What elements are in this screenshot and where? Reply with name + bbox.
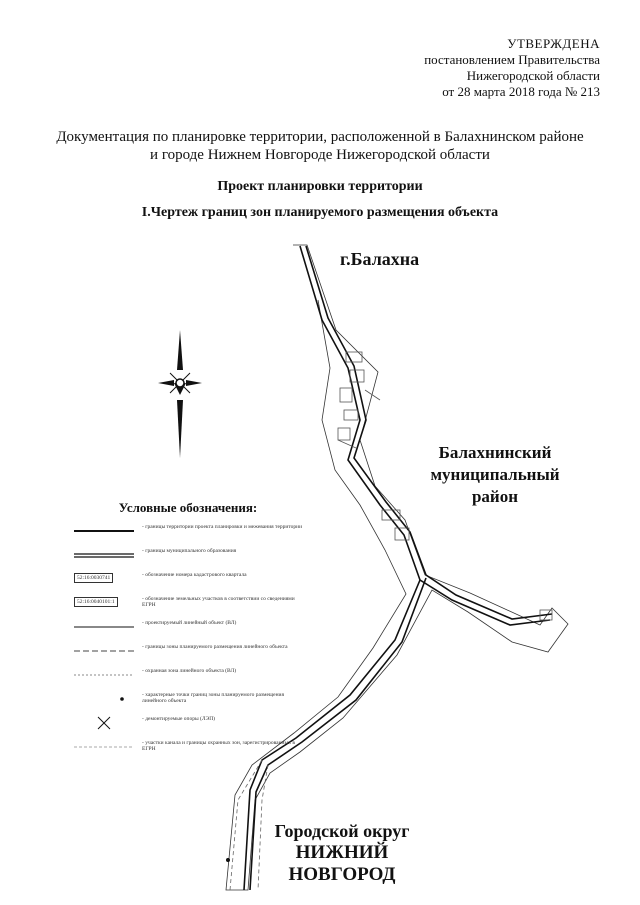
label-city-okrug: Городской округ НИЖНИЙ НОВГОРОД	[262, 820, 422, 886]
label-balakhna-district: Балахнинский муниципальный район	[410, 442, 580, 508]
label-balakhna: г.Балахна	[340, 249, 420, 269]
okrug-line-2: НИЖНИЙ	[295, 842, 389, 863]
legend-item: - проектируемый линейный объект (ВЛ)	[72, 620, 304, 640]
legend-title: Условные обозначения:	[118, 500, 258, 515]
document-title: Документация по планировке территории, р…	[40, 128, 600, 164]
approval-line-1: постановлением Правительства	[424, 52, 600, 67]
okrug-line-1: Городской округ	[274, 821, 410, 841]
zone-boundary	[225, 244, 569, 891]
legend-text: - обозначение земельных участков в соотв…	[142, 596, 295, 608]
district-line-3: район	[471, 487, 519, 506]
district-line-2: муниципальный	[430, 465, 560, 484]
district-line-1: Балахнинский	[438, 443, 552, 462]
approval-line-3: от 28 марта 2018 года № 213	[442, 84, 600, 99]
legend-parcel-badge: 52:16:0040101:1	[72, 596, 140, 610]
legend-text: - характерные точки границ зоны планируе…	[142, 692, 285, 704]
legend-text: - участки канала и границы охранных зон,…	[142, 740, 295, 752]
map-legend: Условные обозначения: - границы территор…	[72, 500, 304, 764]
project-title: Проект планировки территории	[217, 179, 423, 194]
legend-item: - границы территории проекта планировки …	[72, 524, 304, 544]
approval-block: УТВЕРЖДЕНА постановлением Правительства …	[424, 36, 600, 100]
parcel-blocks	[337, 351, 553, 621]
legend-thick-line-icon	[72, 524, 140, 538]
legend-text: - охранная зона линейного объекта (ВЛ)	[142, 668, 237, 674]
legend-badge: 52:16:0040101:1	[74, 597, 118, 607]
legend-point-icon	[72, 692, 140, 706]
legend-item: - границы муниципального образования	[72, 548, 304, 568]
protection-zone-lines	[229, 759, 269, 891]
approval-line-2: Нижегородской области	[466, 68, 600, 83]
approval-head: УТВЕРЖДЕНА	[507, 36, 600, 51]
legend-cross-icon	[72, 716, 140, 730]
legend-dot-line-icon	[72, 668, 140, 682]
point-mark-icon	[226, 858, 230, 862]
legend-item: - демонтируемые опоры (ЛЭП)	[72, 716, 304, 736]
corridor-line	[243, 245, 553, 891]
document-title-line-1: Документация по планировке территории, р…	[56, 129, 584, 145]
legend-text: - обозначение номера кадастрового кварта…	[142, 572, 247, 578]
compass-rose-icon	[158, 330, 202, 458]
legend-double-line-icon	[72, 548, 140, 562]
legend-text: - границы территории проекта планировки …	[142, 524, 303, 530]
legend-text: - демонтируемые опоры (ЛЭП)	[142, 716, 216, 722]
legend-dash-line-icon	[72, 644, 140, 658]
document-title-line-2: и городе Нижнем Новгороде Нижегородской …	[150, 147, 490, 163]
legend-badge: 52:16:0030741	[74, 573, 114, 583]
legend-text: - границы зоны планируемого размещения л…	[142, 644, 288, 650]
legend-thin-line-icon	[72, 620, 140, 634]
sheet-title: I.Чертеж границ зон планируемого размеще…	[141, 205, 499, 220]
okrug-line-3: НОВГОРОД	[288, 864, 396, 885]
legend-item: - характерные точки границ зоны планируе…	[72, 692, 304, 712]
legend-item: - границы зоны планируемого размещения л…	[72, 644, 304, 664]
legend-gray-line-icon	[72, 740, 140, 754]
legend-item: 52:16:0040101:1 - обозначение земельных …	[72, 596, 304, 616]
legend-item: - охранная зона линейного объекта (ВЛ)	[72, 668, 304, 688]
legend-text: - границы муниципального образования	[142, 548, 237, 554]
legend-text: - проектируемый линейный объект (ВЛ)	[142, 620, 237, 626]
legend-item: 52:16:0030741 - обозначение номера кадас…	[72, 572, 304, 592]
legend-item: - участки канала и границы охранных зон,…	[72, 740, 304, 760]
legend-quarter-badge: 52:16:0030741	[72, 572, 140, 586]
